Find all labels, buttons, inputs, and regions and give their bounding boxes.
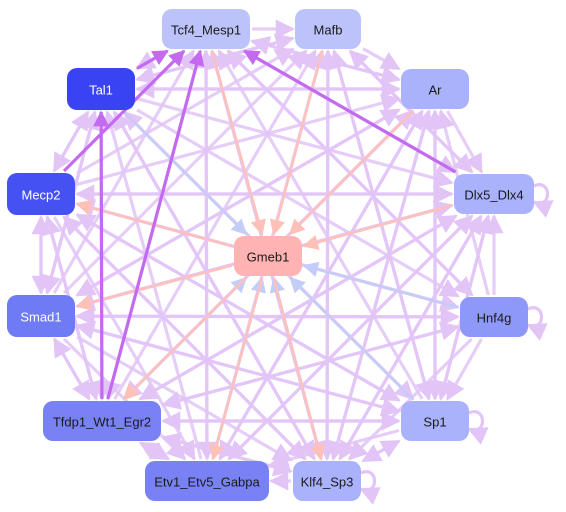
edge-tal1-to-mecp2 [52, 111, 90, 173]
node-label: Tcf4_Mesp1 [171, 23, 241, 38]
node-label: Etv1_Etv5_Gabpa [154, 475, 260, 490]
node-etv1-etv5-gabpa[interactable]: Etv1_Etv5_Gabpa [145, 461, 269, 501]
node-klf4-sp3[interactable]: Klf4_Sp3 [293, 461, 361, 501]
edges-layer [31, 19, 554, 505]
edge-tfdp1_wt1_egr2-to-tal1 [93, 110, 110, 400]
node-smad1[interactable]: Smad1 [7, 295, 75, 337]
edge-sp1-to-gmeb1 [289, 276, 414, 400]
edge-gmeb1-to-klf4_sp3 [272, 277, 326, 461]
node-box [293, 461, 361, 501]
edge-tfdp1_wt1_egr2-to-mafb [113, 49, 317, 400]
edge-dlx5_dlx4-to-gmeb1 [302, 204, 453, 250]
edge-mafb-to-ar [362, 47, 401, 71]
edge-mafb-to-gmeb1 [269, 50, 324, 236]
node-box [454, 174, 534, 214]
node-ar[interactable]: Ar [401, 69, 469, 109]
node-label: Hnf4g [477, 311, 512, 326]
node-label: Mecp2 [21, 188, 60, 203]
node-box [43, 401, 161, 441]
edge-ar-to-etv1_etv5_gabpa [218, 110, 424, 461]
edge-dlx5_dlx4-to-klf4_sp3 [338, 215, 483, 461]
node-box [401, 69, 469, 109]
edge-tfdp1_wt1_egr2-to-tcf4_mesp1 [106, 49, 205, 400]
node-gmeb1[interactable]: Gmeb1 [234, 236, 302, 276]
edge-tal1-to-dlx5_dlx4 [136, 97, 454, 188]
node-label: Gmeb1 [247, 250, 290, 265]
edge-ar-to-smad1 [75, 108, 400, 297]
node-dlx5-dlx4[interactable]: Dlx5_Dlx4 [454, 174, 534, 214]
node-sp1[interactable]: Sp1 [401, 401, 469, 441]
edge-tal1-to-gmeb1 [123, 111, 248, 236]
edge-tal1-to-tcf4_mesp1 [136, 49, 169, 70]
edge-mafb-to-klf4_sp3 [317, 50, 337, 461]
self-loop-sp1 [467, 410, 489, 445]
node-tfdp1-wt1-egr2[interactable]: Tfdp1_Wt1_Egr2 [43, 401, 161, 441]
edge-tcf4_mesp1-to-etv1_etv5_gabpa [197, 50, 217, 461]
node-box [7, 295, 75, 337]
edge-hnf4g-to-gmeb1 [302, 261, 459, 309]
edge-gmeb1-to-tfdp1_wt1_egr2 [122, 277, 247, 401]
node-label: Tal1 [89, 83, 113, 98]
self-loop-klf4_sp3 [359, 470, 381, 505]
node-label: Tfdp1_Wt1_Egr2 [53, 415, 151, 430]
edge-tfdp1_wt1_egr2-to-etv1_etv5_gabpa [139, 441, 171, 461]
edge-tal1-to-klf4_sp3 [112, 111, 316, 461]
node-box [234, 236, 302, 276]
node-hnf4g[interactable]: Hnf4g [460, 297, 528, 337]
edge-mecp2-to-tcf4_mesp1 [62, 49, 186, 173]
node-box [401, 401, 469, 441]
self-loop-hnf4g [526, 306, 548, 341]
edge-mecp2-to-sp1 [76, 213, 401, 402]
edge-dlx5_dlx4-to-tcf4_mesp1 [243, 49, 457, 174]
edge-tcf4_mesp1-to-gmeb1 [210, 50, 266, 236]
node-label: Ar [429, 83, 443, 98]
node-tcf4-mesp1[interactable]: Tcf4_Mesp1 [162, 9, 250, 49]
node-label: Dlx5_Dlx4 [464, 188, 523, 203]
edge-gmeb1-to-etv1_etv5_gabpa [209, 277, 264, 461]
edge-tfdp1_wt1_egr2-to-hnf4g [162, 321, 460, 407]
node-box [145, 461, 269, 501]
node-mafb[interactable]: Mafb [295, 9, 361, 49]
node-label: Klf4_Sp3 [301, 475, 354, 490]
node-mecp2[interactable]: Mecp2 [7, 173, 75, 215]
node-label: Sp1 [423, 415, 446, 430]
node-box [460, 297, 528, 337]
node-box [7, 173, 75, 215]
node-box [295, 9, 361, 49]
self-loop-dlx5_dlx4 [532, 183, 554, 218]
edge-smad1-to-hnf4g [76, 307, 460, 327]
node-tal1[interactable]: Tal1 [67, 68, 135, 110]
edge-ar-to-tcf4_mesp1 [250, 36, 400, 82]
node-box [67, 68, 135, 110]
edge-tfdp1_wt1_egr2-to-klf4_sp3 [162, 435, 293, 477]
edge-klf4_sp3-to-sp1 [362, 439, 401, 463]
node-label: Mafb [314, 23, 343, 38]
edge-dlx5_dlx4-to-tfdp1_wt1_egr2 [138, 214, 457, 401]
edge-sp1-to-tcf4_mesp1 [217, 49, 424, 400]
edge-smad1-to-tfdp1_wt1_egr2 [53, 338, 91, 401]
node-box [162, 9, 250, 49]
edge-hnf4g-to-sp1 [446, 338, 483, 401]
node-label: Smad1 [20, 310, 61, 325]
edge-tal1-to-hnf4g [136, 108, 460, 298]
edge-ar-to-gmeb1 [288, 110, 414, 236]
